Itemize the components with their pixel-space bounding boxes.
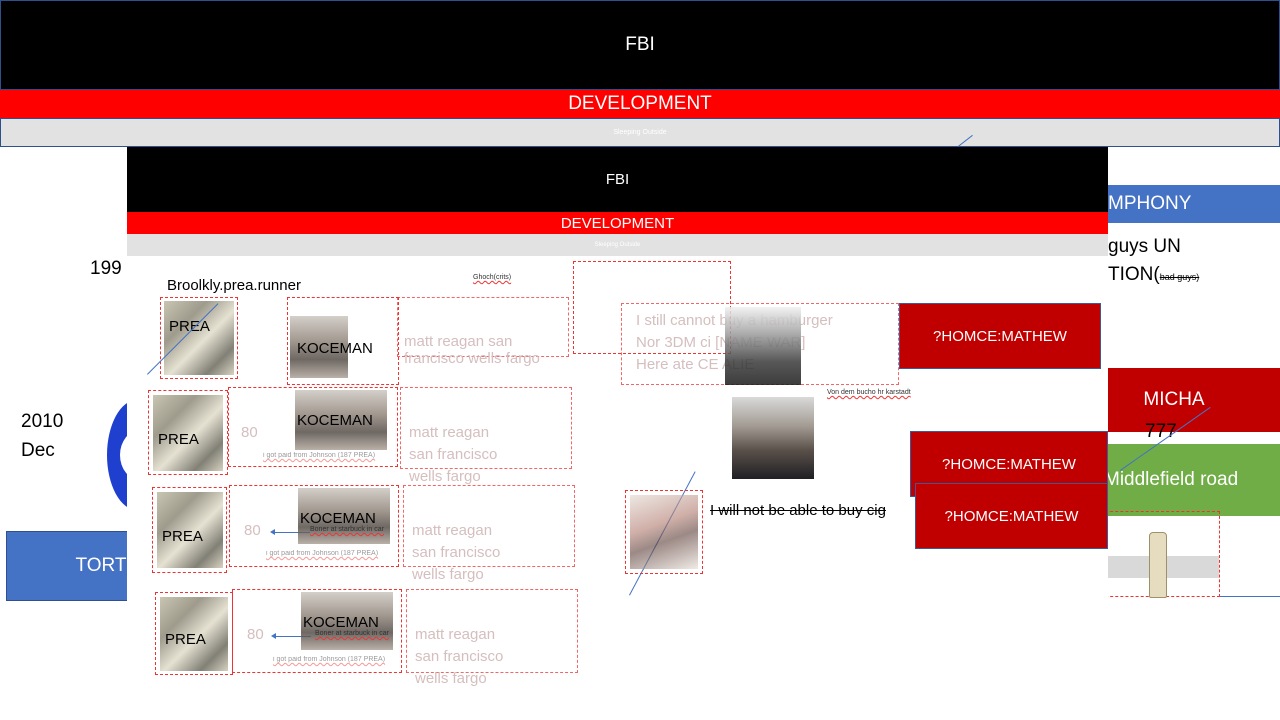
top-gray-banner: Sleeping Outside	[0, 118, 1280, 147]
year-2010-label: 2010	[21, 411, 64, 432]
note-row-3: Boner at starbuck in car	[310, 526, 384, 533]
koceman-card-4[interactable]: 80 KOCEMAN Boner at starbuck in car i go…	[232, 589, 402, 673]
prea-photo-3	[157, 492, 223, 568]
koceman-photo-1	[290, 316, 348, 378]
koceman-label-1: KOCEMAN	[297, 340, 373, 357]
matt-card-1: matt reagan san francisco wells fargo	[397, 297, 569, 367]
prea-card-2[interactable]: PREA	[148, 390, 228, 475]
month-dec-label: Dec	[21, 440, 55, 461]
top-development-banner: DEVELOPMENT	[0, 90, 1280, 118]
prea-label-3: PREA	[162, 528, 203, 545]
top-fbi-title: FBI	[625, 34, 655, 55]
portrait-small	[725, 307, 801, 385]
koceman-label-4: KOCEMAN	[303, 614, 379, 631]
middlefield-road-label: Middlefield road	[1104, 469, 1239, 490]
caption-row-4: i got paid from Johnson (187 PREA)	[273, 656, 386, 663]
prea-photo-1	[164, 301, 234, 375]
matt-card-3: matt reagan san francisco wells fargo	[403, 485, 575, 583]
symphony-button[interactable]: MPHONY	[1100, 185, 1280, 223]
prea-photo-2	[153, 395, 223, 471]
koceman-card-1[interactable]: KOCEMAN	[287, 297, 399, 385]
symphony-label: MPHONY	[1108, 193, 1192, 214]
number-80-row-2: 80	[241, 424, 258, 441]
prea-photo-4	[160, 597, 228, 671]
overlay-development-banner: DEVELOPMENT	[127, 212, 1108, 234]
matt-text-4: matt reagan san francisco wells fargo	[415, 626, 504, 687]
ghoch-label: Ghoch(crits)	[473, 274, 512, 281]
matt-card-2: matt reagan san francisco wells fargo	[400, 387, 572, 485]
child-photo	[630, 495, 698, 569]
guys-un-text: guys UN	[1108, 236, 1181, 257]
overlay-gray-small-text: Sleeping Outside	[594, 242, 641, 248]
number-80-row-4: 80	[247, 626, 264, 643]
tion-text-main: TION(	[1108, 264, 1160, 285]
cigarette-text: I will not be able to buy cig	[710, 502, 886, 519]
top-fbi-banner: FBI	[0, 0, 1280, 90]
homce-label-2: ?HOMCE:MATHEW	[942, 455, 1076, 473]
portrait-caption: Von dem bucho hr karstadt	[827, 389, 911, 396]
caption-row-3: i got paid from Johnson (187 PREA)	[266, 550, 379, 557]
micha-label: MICHA	[1143, 389, 1205, 410]
tion-text: TION(bad guys)	[1108, 264, 1199, 286]
koceman-photo-4	[301, 592, 393, 650]
bottle-icon	[1149, 532, 1167, 598]
arrow-left-icon-3	[270, 529, 310, 535]
caption-row-2: i got paid from Johnson (187 PREA)	[263, 452, 376, 459]
middlefield-road-box[interactable]: Middlefield road	[1100, 444, 1280, 516]
connector-line-right-2	[1220, 596, 1280, 597]
year-199-label: 199	[90, 258, 122, 279]
koceman-card-3[interactable]: 80 KOCEMAN Boner at starbuck in car i go…	[229, 485, 399, 567]
matt-card-4: matt reagan san francisco wells fargo	[406, 589, 578, 687]
portrait-large	[732, 397, 814, 479]
bad-guys-text: bad guys)	[1159, 272, 1200, 282]
center-text-line-3: Here ate CE ALIE	[636, 356, 755, 373]
matt-text-1: matt reagan san francisco wells fargo	[404, 333, 540, 367]
top-gray-small-text: Sleeping Outside	[613, 129, 667, 136]
prea-label-2: PREA	[158, 431, 199, 448]
arrow-left-icon-4	[271, 633, 311, 639]
micha-box[interactable]: MICHA	[1108, 368, 1280, 432]
child-photo-frame	[625, 490, 703, 574]
homce-label-3: ?HOMCE:MATHEW	[944, 507, 1079, 525]
koceman-label-3: KOCEMAN	[300, 510, 376, 527]
prea-card-4[interactable]: PREA	[155, 592, 233, 675]
homce-label-1: ?HOMCE:MATHEW	[933, 327, 1067, 345]
brooklyn-label: Broolkly.prea.runner	[167, 277, 301, 294]
koceman-photo-3	[298, 488, 390, 544]
homce-box-1[interactable]: ?HOMCE:MATHEW	[899, 303, 1101, 369]
overlay-gray-banner: Sleeping Outside	[127, 234, 1108, 256]
note-row-4: Boner at starbuck in car	[315, 630, 389, 637]
overlay-development-title: DEVELOPMENT	[560, 214, 675, 232]
matt-text-2: matt reagan san francisco wells fargo	[409, 424, 498, 485]
overlay-fbi-title: FBI	[605, 171, 630, 188]
prea-card-3[interactable]: PREA	[152, 487, 227, 573]
tort-button-label: TORT	[75, 555, 127, 576]
bottle-image-frame	[1100, 511, 1220, 598]
prea-label-4: PREA	[165, 631, 206, 648]
top-development-title: DEVELOPMENT	[568, 93, 712, 114]
koceman-card-2[interactable]: 80 KOCEMAN i got paid from Johnson (187 …	[228, 387, 398, 467]
homce-box-3[interactable]: ?HOMCE:MATHEW	[915, 483, 1108, 549]
koceman-photo-2	[295, 390, 387, 450]
matt-text-3: matt reagan san francisco wells fargo	[412, 522, 501, 583]
overlay-fbi-banner: FBI	[127, 147, 1108, 212]
koceman-label-2: KOCEMAN	[297, 412, 373, 429]
prea-card-1[interactable]: PREA	[160, 297, 238, 379]
number-80-row-3: 80	[244, 522, 261, 539]
overlay-slide: FBI DEVELOPMENT Sleeping Outside Broolkl…	[127, 147, 1108, 687]
